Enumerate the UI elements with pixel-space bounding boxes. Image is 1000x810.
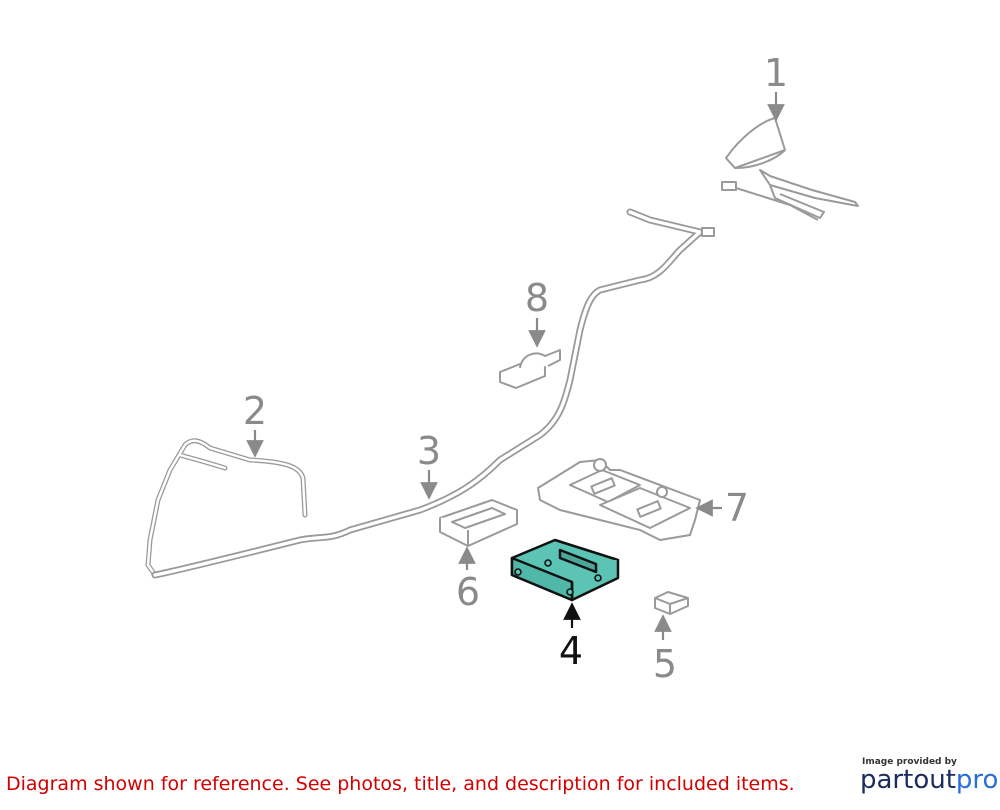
callout-4: 4 bbox=[559, 629, 583, 673]
callout-8: 8 bbox=[525, 276, 549, 320]
callout-7: 7 bbox=[725, 486, 749, 530]
callout-1: 1 bbox=[764, 51, 788, 95]
callout-6: 6 bbox=[456, 570, 480, 614]
partoutpro-logo: partoutpro bbox=[860, 765, 998, 795]
part-6-bracket bbox=[439, 499, 518, 547]
brand-part-1: partout bbox=[860, 765, 956, 795]
disclaimer-text: Diagram shown for reference. See photos,… bbox=[6, 773, 795, 795]
part-4-module-highlighted bbox=[510, 538, 620, 602]
callout-5: 5 bbox=[653, 642, 677, 686]
part-3-cable bbox=[151, 208, 715, 579]
leader-arrows bbox=[246, 92, 785, 640]
callout-3: 3 bbox=[417, 429, 441, 473]
callout-2: 2 bbox=[243, 389, 267, 433]
image-credit-label: Image provided by bbox=[862, 757, 957, 767]
part-5-connector bbox=[654, 591, 689, 615]
part-2-harness-inner bbox=[146, 439, 307, 577]
brand-part-2: pro bbox=[955, 765, 999, 795]
part-1-antenna bbox=[721, 117, 859, 221]
part-8-clip bbox=[499, 349, 561, 389]
part-7-mounting-plate bbox=[537, 458, 701, 541]
